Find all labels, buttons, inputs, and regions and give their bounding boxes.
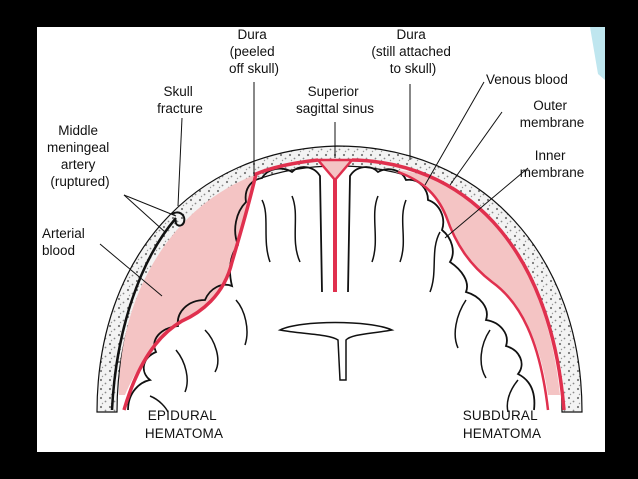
label-arterial-blood: Arterial blood bbox=[42, 226, 89, 258]
leader-skull-fracture bbox=[177, 117, 183, 207]
brain-folds-right bbox=[371, 195, 519, 413]
middle-meningeal-artery bbox=[110, 217, 177, 411]
leader-arterial-blood bbox=[99, 243, 163, 297]
label-epidural: EPIDURAL HEMATOMA bbox=[145, 408, 223, 441]
inner-membrane-line bbox=[397, 170, 550, 411]
superior-sagittal-sinus bbox=[315, 158, 355, 182]
label-middle-artery: Middle meningeal artery (ruptured) bbox=[47, 123, 113, 189]
corner-accent bbox=[590, 27, 605, 80]
leader-outer-membrane bbox=[449, 111, 503, 186]
brain-folds-left bbox=[149, 195, 301, 413]
label-inner-membrane: Inner membrane bbox=[520, 148, 585, 180]
label-dura-peeled: Dura (peeled off skull) bbox=[229, 27, 279, 76]
dura-left bbox=[122, 158, 319, 411]
leader-venous-blood bbox=[424, 81, 485, 186]
label-outer-membrane: Outer membrane bbox=[520, 98, 585, 130]
label-superior-sinus: Superior sagittal sinus bbox=[296, 84, 374, 116]
leader-artery-2 bbox=[123, 194, 166, 233]
artery-rupture bbox=[171, 211, 186, 227]
subdural-blood bbox=[395, 170, 560, 395]
label-venous-blood: Venous blood bbox=[486, 72, 568, 87]
label-subdural: SUBDURAL HEMATOMA bbox=[463, 408, 542, 441]
ventricle bbox=[277, 321, 395, 381]
leader-inner-membrane bbox=[444, 167, 529, 239]
leader-artery-1 bbox=[123, 194, 177, 217]
label-skull-fracture: Skull fracture bbox=[157, 84, 203, 116]
label-dura-attached: Dura (still attached to skull) bbox=[371, 27, 454, 76]
epidural-blood bbox=[119, 175, 255, 395]
dura-right bbox=[351, 158, 566, 411]
